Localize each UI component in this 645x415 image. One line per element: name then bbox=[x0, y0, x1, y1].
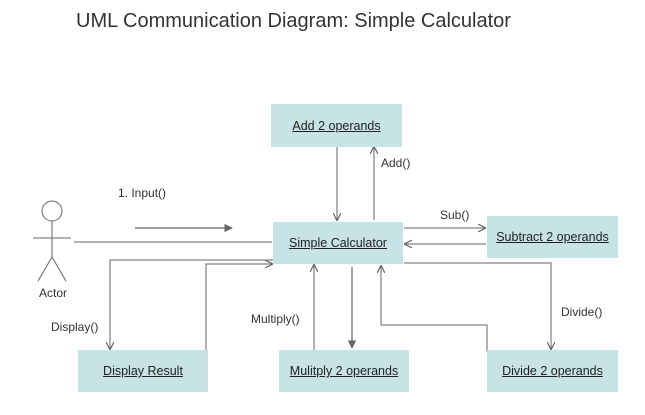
subtract-object-box[interactable]: Subtract 2 operands bbox=[487, 216, 618, 258]
simple-calculator-object-box[interactable]: Simple Calculator bbox=[273, 222, 403, 264]
actor-label: Actor bbox=[39, 286, 68, 300]
display-call-arrow bbox=[110, 259, 273, 349]
divide-return-arrow bbox=[381, 266, 488, 352]
add-message-label: Add() bbox=[381, 156, 411, 170]
multiply-message-label: Multiply() bbox=[251, 312, 300, 326]
input-message-label: 1. Input() bbox=[118, 186, 167, 200]
diagram-title: UML Communication Diagram: Simple Calcul… bbox=[76, 10, 511, 32]
add-object-box[interactable]: Add 2 operands bbox=[271, 104, 402, 147]
sub-message-label: Sub() bbox=[440, 208, 470, 222]
display-object-box[interactable]: Display Result bbox=[78, 350, 208, 392]
divide-message-label: Divide() bbox=[561, 305, 603, 319]
divide-object-box[interactable]: Divide 2 operands bbox=[487, 350, 618, 392]
multiply-object-box[interactable]: Mulitply 2 operands bbox=[279, 350, 409, 392]
display-return-arrow bbox=[184, 264, 272, 353]
display-message-label: Display() bbox=[51, 320, 99, 334]
divide-call-arrow bbox=[404, 262, 551, 349]
actor-icon bbox=[33, 200, 71, 282]
